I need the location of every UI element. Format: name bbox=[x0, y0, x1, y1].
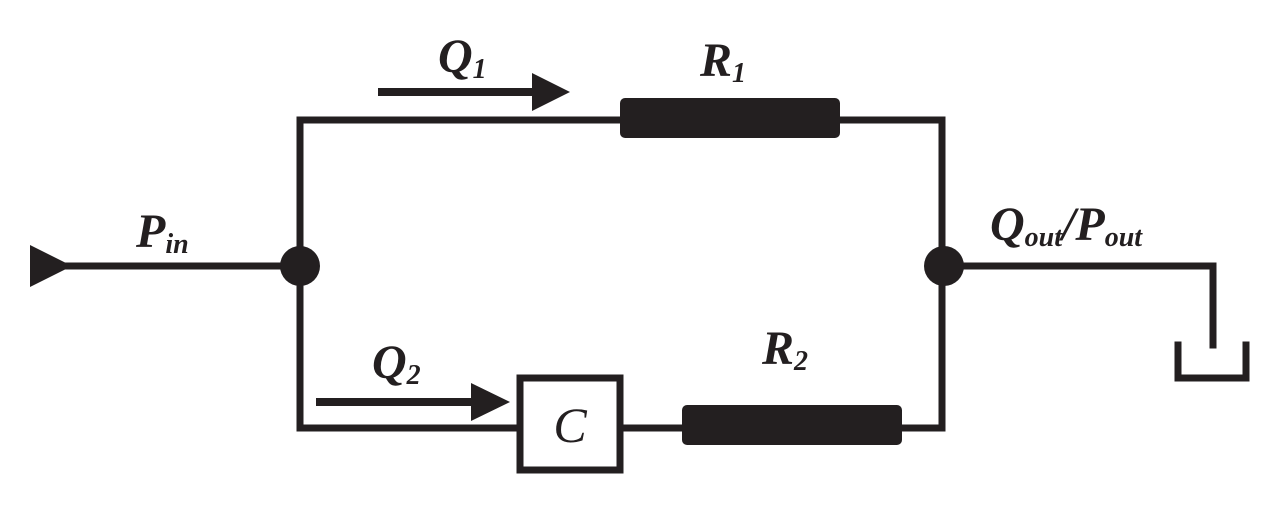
input-source-icon bbox=[30, 245, 72, 287]
capacitor-box bbox=[516, 374, 624, 474]
resistor-label-r1: R1 bbox=[699, 34, 746, 89]
right-junction-node bbox=[924, 246, 964, 286]
resistor-r2 bbox=[682, 405, 902, 445]
flow-label-q1: Q1 bbox=[438, 30, 487, 85]
resistor-label-r2: R2 bbox=[761, 322, 808, 377]
reservoir-tank bbox=[1174, 341, 1250, 382]
capacitor-label: C bbox=[553, 397, 587, 453]
output-wire bbox=[938, 262, 1217, 349]
output-label: Qout/Pout bbox=[990, 198, 1143, 253]
left-junction-node bbox=[280, 246, 320, 286]
resistor-r1 bbox=[620, 98, 840, 138]
flow-arrow-q1 bbox=[378, 73, 570, 111]
flow-arrow-q2 bbox=[316, 383, 510, 421]
input-pressure-label: Pin bbox=[135, 205, 189, 260]
flow-label-q2: Q2 bbox=[372, 336, 421, 391]
